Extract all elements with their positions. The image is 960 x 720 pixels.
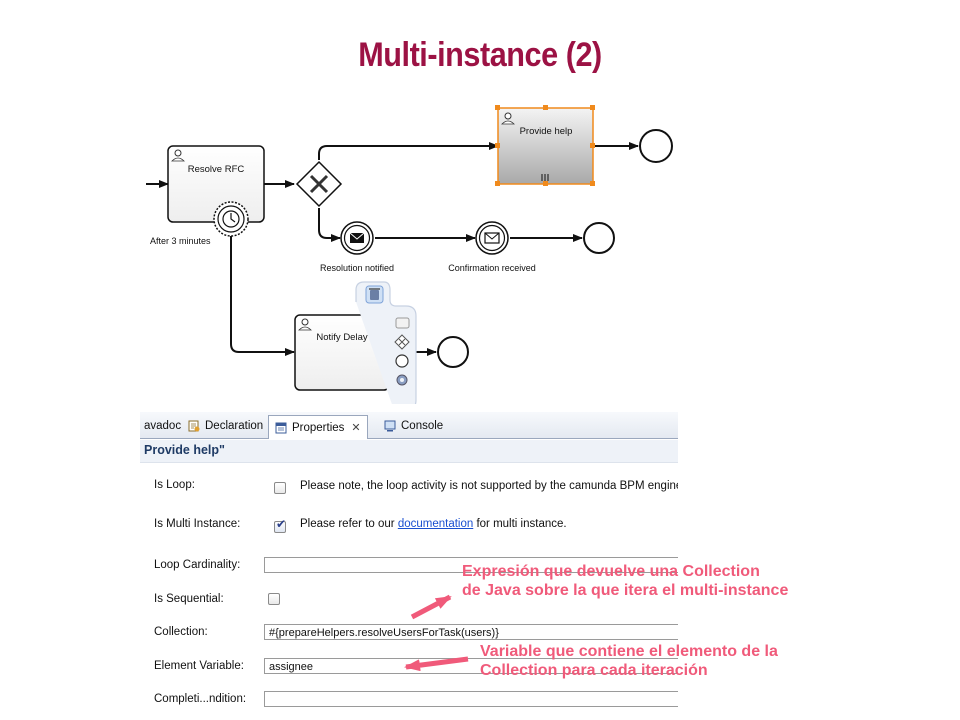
timer-label: After 3 minutes xyxy=(150,236,211,246)
context-pad xyxy=(355,281,417,410)
tab-properties[interactable]: Properties ✕ xyxy=(268,415,368,439)
annotation-line: Expresión que devuelve una Collection xyxy=(462,563,760,580)
task-provide-help[interactable]: Provide help xyxy=(495,105,595,186)
tab-label: Properties xyxy=(292,421,345,434)
documentation-link[interactable]: documentation xyxy=(397,518,474,530)
tab-label: Declaration xyxy=(205,420,264,432)
note-suffix: for multi instance. xyxy=(473,518,567,530)
is-loop-label: Is Loop: xyxy=(154,479,195,491)
end-event[interactable] xyxy=(639,129,673,163)
append-gateway-icon[interactable] xyxy=(394,334,410,350)
tab-label: avadoc xyxy=(144,420,182,432)
view-tab-bar: avadoc Declaration Properties ✕ xyxy=(140,412,678,439)
event-label: Confirmation received xyxy=(448,263,536,273)
parallel-multi-instance-marker xyxy=(541,174,549,181)
is-multi-instance-checkbox[interactable] xyxy=(274,517,286,533)
bpmn-diagram: Resolve RFC After 3 minutes Provide help xyxy=(146,105,673,410)
timer-boundary-event[interactable] xyxy=(213,201,249,237)
tab-javadoc[interactable]: avadoc xyxy=(140,415,187,437)
is-loop-note: Please note, the loop activity is not su… xyxy=(300,480,678,492)
properties-title: Provide help" xyxy=(144,443,225,457)
console-icon xyxy=(384,420,396,432)
completion-condition-label: Completi...ndition: xyxy=(154,693,247,705)
variable-annotation: Variable que contiene el elemento de la … xyxy=(480,642,778,680)
note-prefix: Please refer to our xyxy=(300,518,398,530)
properties-header: Provide help" xyxy=(140,440,678,463)
append-event-icon[interactable] xyxy=(395,354,409,368)
task-label: Provide help xyxy=(520,126,573,137)
declaration-icon xyxy=(188,420,200,432)
is-loop-checkbox[interactable] xyxy=(274,482,286,494)
tab-console[interactable]: Console xyxy=(378,415,449,437)
user-icon xyxy=(501,112,515,125)
collection-annotation: Expresión que devuelve una Collection de… xyxy=(462,562,788,600)
is-sequential-checkbox[interactable] xyxy=(268,593,280,605)
task-resolve-rfc[interactable]: Resolve RFC xyxy=(167,145,265,223)
properties-panel: avadoc Declaration Properties ✕ xyxy=(140,404,678,720)
selection-handles[interactable] xyxy=(495,105,595,186)
annotation-line: de Java sobre la que itera el multi-inst… xyxy=(462,582,789,599)
end-event[interactable] xyxy=(437,336,469,368)
tab-label: Console xyxy=(401,420,444,432)
user-icon xyxy=(298,318,312,331)
delete-icon[interactable] xyxy=(365,285,384,304)
element-variable-field[interactable]: assignee xyxy=(264,658,678,674)
collection-label: Collection: xyxy=(154,626,208,638)
is-multi-instance-note: Please refer to our documentation for mu… xyxy=(300,518,567,530)
loop-cardinality-label: Loop Cardinality: xyxy=(154,559,241,571)
exclusive-gateway[interactable] xyxy=(295,160,343,208)
task-label: Resolve RFC xyxy=(188,164,245,175)
annotation-line: Variable que contiene el elemento de la xyxy=(480,643,778,660)
close-icon[interactable]: ✕ xyxy=(351,422,361,434)
loop-cardinality-field[interactable] xyxy=(264,557,678,573)
completion-condition-field[interactable] xyxy=(264,691,678,707)
event-label: Resolution notified xyxy=(320,263,394,273)
annotation-line: Collection para cada iteración xyxy=(480,662,708,679)
settings-icon[interactable] xyxy=(396,374,408,386)
user-icon xyxy=(171,149,185,162)
collection-field[interactable]: #{prepareHelpers.resolveUsersForTask(use… xyxy=(264,624,678,640)
tab-declaration[interactable]: Declaration xyxy=(182,415,269,437)
element-variable-label: Element Variable: xyxy=(154,660,244,672)
slide-title: Multi-instance (2) xyxy=(358,36,602,74)
end-event[interactable] xyxy=(583,222,615,254)
is-sequential-label: Is Sequential: xyxy=(154,593,224,605)
is-multi-instance-label: Is Multi Instance: xyxy=(154,518,241,530)
envelope-icon xyxy=(349,232,365,243)
task-label: Notify Delay xyxy=(316,332,367,343)
annotation-icon[interactable] xyxy=(395,317,410,329)
message-event-resolution-notified[interactable] xyxy=(340,221,374,255)
clock-icon xyxy=(222,210,240,228)
message-event-confirmation-received[interactable] xyxy=(475,221,509,255)
properties-icon xyxy=(275,422,287,433)
envelope-icon xyxy=(484,232,500,244)
